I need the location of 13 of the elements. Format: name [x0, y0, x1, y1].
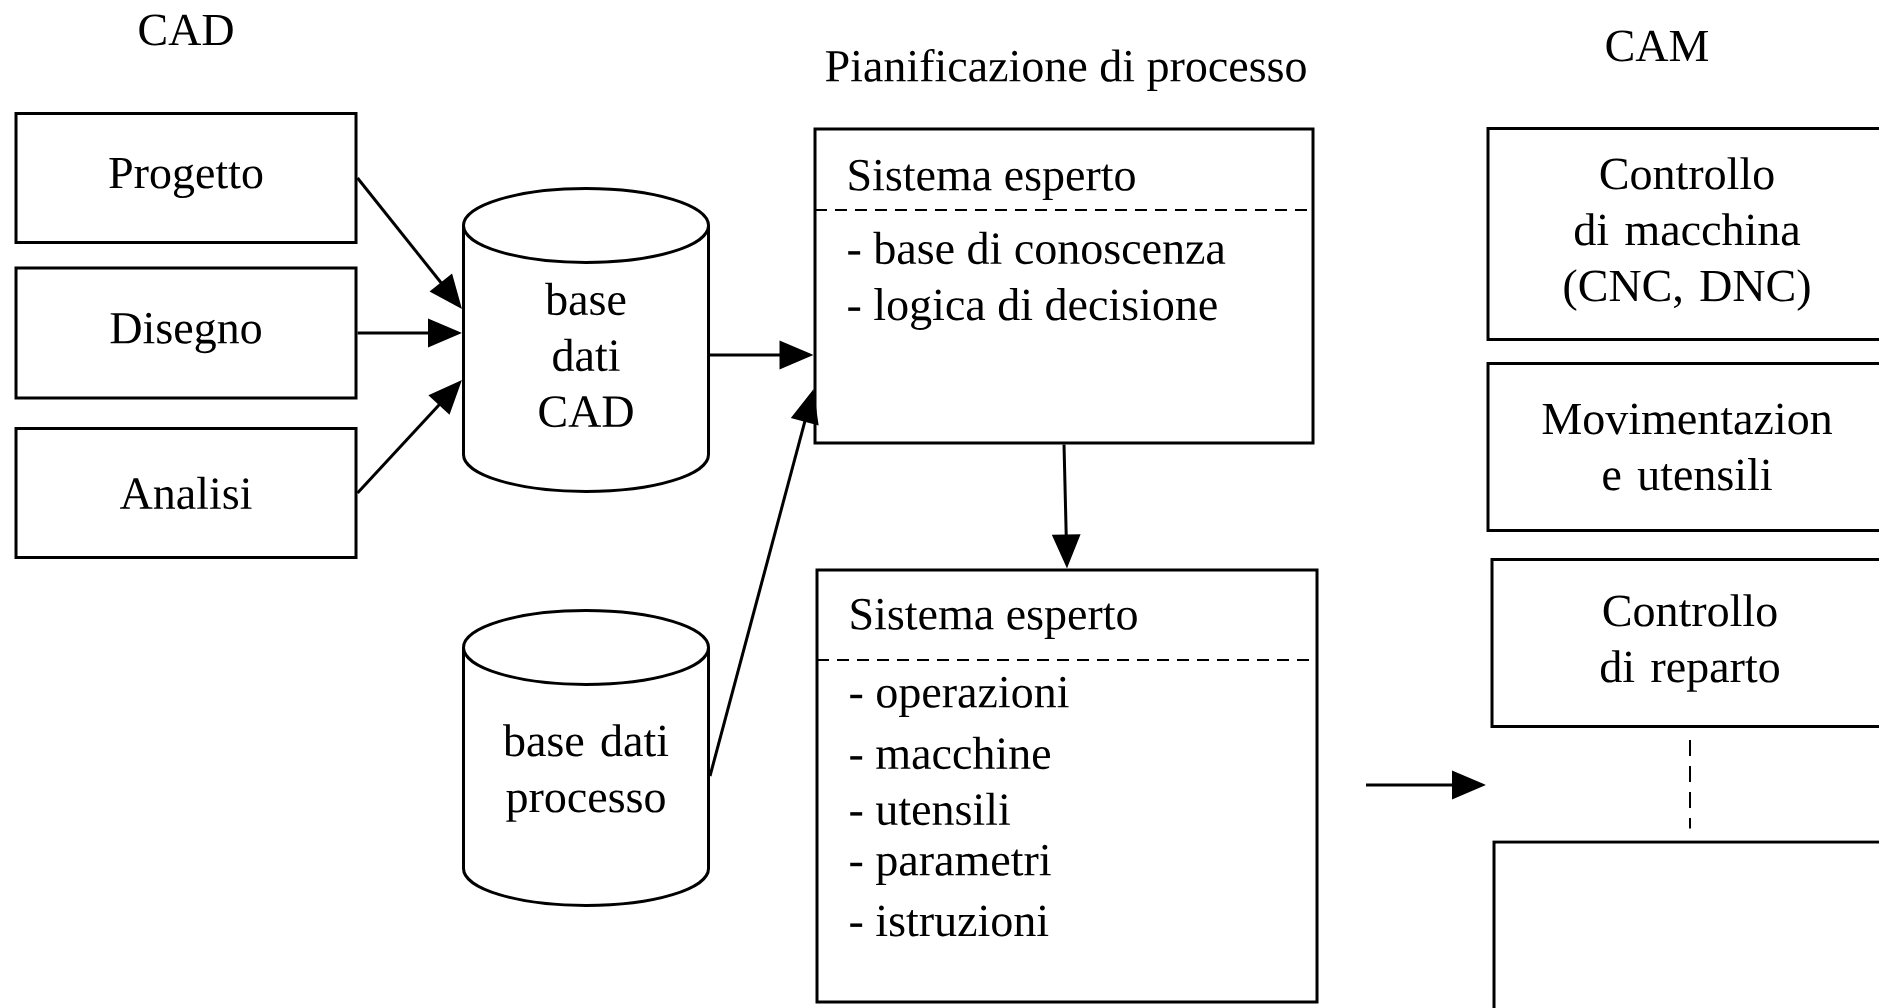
expert-system-box: Sistema esperto - operazioni - macchine - utensili - parametri - istruzioni	[815, 568, 1319, 1004]
module-box: Controllo di reparto	[1490, 558, 1879, 728]
module-box: Movimentazion e utensili	[1486, 362, 1879, 532]
database-cylinder: base dati CAD	[462, 187, 710, 493]
process-box: Analisi	[14, 427, 358, 559]
process-box: Progetto	[14, 112, 358, 244]
database-cylinder: base dati processo	[462, 609, 710, 907]
module-box: Controllo di macchina (CNC, DNC)	[1486, 127, 1879, 341]
expert-system-box: Sistema esperto - base di conoscenza - logica di decisione	[813, 127, 1315, 445]
column-heading: CAD	[139, 14, 233, 46]
column-heading: CAM	[1606, 30, 1709, 62]
empty-box	[1492, 840, 1879, 1008]
process-box: Disegno	[14, 266, 358, 400]
